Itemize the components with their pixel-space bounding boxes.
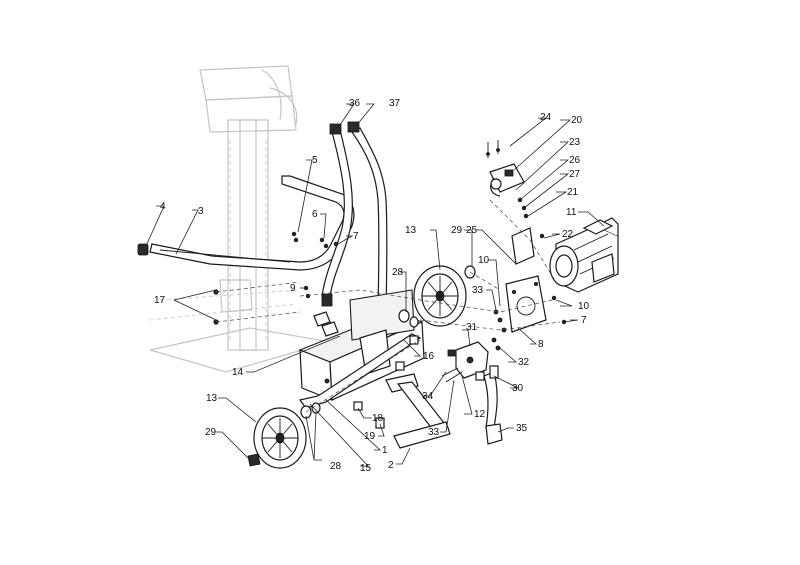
callout-32: 32 (518, 357, 530, 368)
callout-14: 14 (232, 367, 244, 378)
callout-31: 31 (466, 322, 478, 333)
callout-33-lower: 33 (428, 427, 440, 438)
callout-35: 35 (516, 423, 528, 434)
callout-labels-extra: 25 (466, 225, 478, 236)
callout-12: 12 (474, 409, 486, 420)
callout-labels: 36 37 24 20 23 26 27 21 11 22 5 4 3 6 7 … (154, 98, 590, 474)
callout-29-upper: 29 (451, 225, 463, 236)
callout-4: 4 (160, 201, 166, 212)
callout-13-lower: 13 (206, 393, 218, 404)
leader-lines (145, 103, 605, 467)
callout-17: 17 (154, 295, 166, 306)
callout-20: 20 (571, 115, 583, 126)
callout-15: 15 (360, 463, 372, 474)
callout-19: 19 (364, 431, 376, 442)
callout-8: 8 (538, 339, 544, 350)
callout-5: 5 (312, 155, 318, 166)
hose-37-fitting-top (347, 121, 360, 133)
wheel-lower (253, 407, 307, 469)
switch-bracket (511, 227, 535, 265)
callout-7-lower: 7 (581, 315, 587, 326)
motor-plate (505, 275, 547, 333)
callout-18: 18 (372, 413, 384, 424)
callout-2: 2 (388, 460, 394, 471)
callout-26: 26 (569, 155, 581, 166)
callout-30: 30 (512, 383, 524, 394)
callout-34: 34 (422, 391, 434, 402)
ghost-splitter-column (149, 65, 331, 373)
callout-28-upper: 28 (392, 267, 404, 278)
callout-37: 37 (389, 98, 401, 109)
handle-bar (137, 175, 355, 271)
callout-10-upper: 10 (478, 255, 490, 266)
handle-grip-left (137, 243, 149, 256)
assembly-lines (215, 199, 561, 413)
callout-25-label: 25 (466, 225, 478, 236)
callout-13-upper: 13 (405, 225, 417, 236)
electric-motor (549, 217, 619, 293)
frame-bolt (324, 378, 330, 384)
stand-leg (385, 373, 451, 449)
callout-36: 36 (349, 98, 361, 109)
small-fittings (313, 311, 499, 429)
hose-36-fitting-top (329, 123, 342, 135)
callout-22: 22 (562, 229, 574, 240)
callout-6: 6 (312, 209, 318, 220)
wheel-upper (413, 265, 467, 327)
callout-23: 23 (569, 137, 581, 148)
callout-21: 21 (567, 187, 579, 198)
callout-7-upper: 7 (353, 231, 359, 242)
callout-9: 9 (290, 283, 296, 294)
fasteners (213, 140, 567, 383)
hydraulic-pump (455, 341, 489, 379)
callout-1: 1 (382, 445, 388, 456)
callout-11: 11 (566, 207, 577, 218)
callout-29-lower: 29 (205, 427, 217, 438)
callout-10-lower: 10 (578, 301, 590, 312)
callout-27: 27 (569, 169, 581, 180)
callout-28-lower: 28 (330, 461, 342, 472)
switch-box (489, 163, 525, 197)
callout-24: 24 (540, 112, 552, 123)
callout-3: 3 (198, 206, 204, 217)
hose-35 (483, 371, 503, 445)
callout-16: 16 (423, 351, 435, 362)
callout-33-upper: 33 (472, 285, 484, 296)
hose-36-fitting-bottom (321, 293, 333, 307)
